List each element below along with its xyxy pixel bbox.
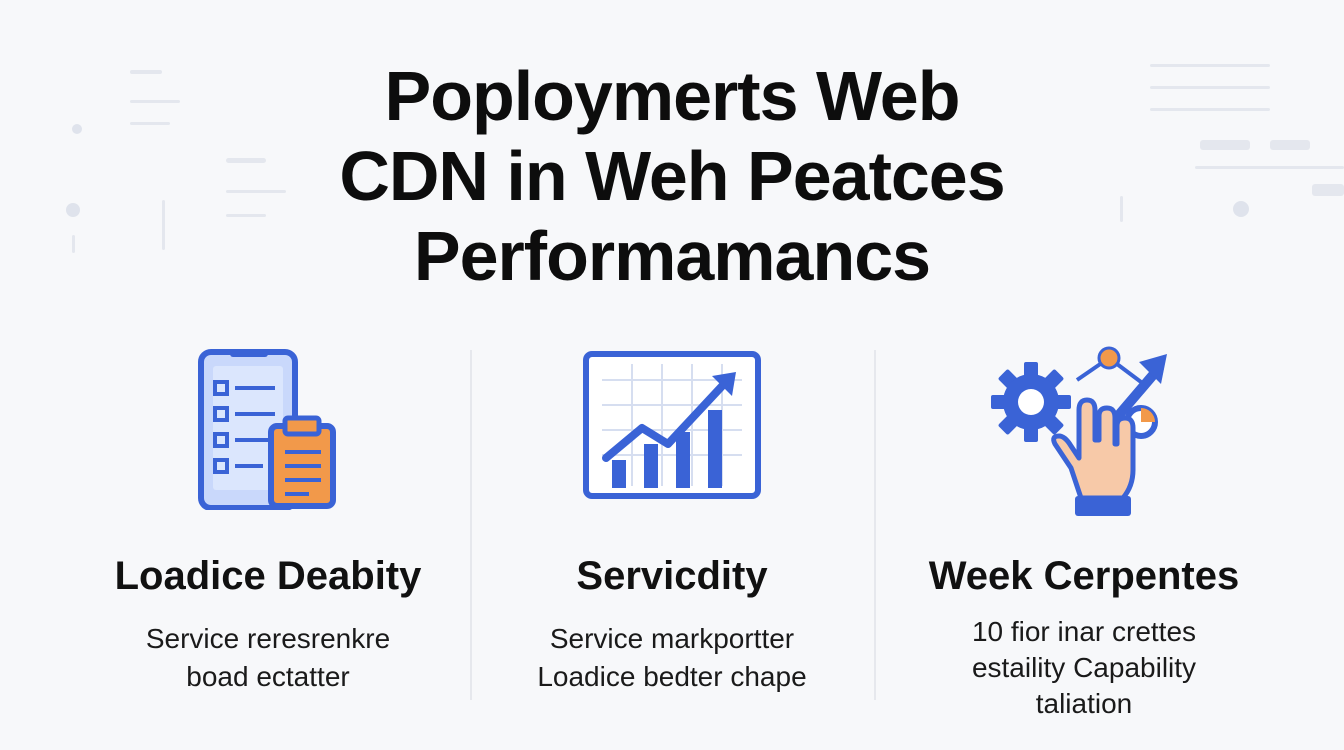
decor-line: [1200, 140, 1250, 150]
decor-line: [226, 158, 266, 163]
column-3-line-2: estaility Capability: [971, 652, 1197, 683]
decor-line: [1150, 64, 1270, 67]
page-title: Poploymerts Web CDN in Weh Peatces Perfo…: [0, 56, 1344, 296]
decor-dot: [72, 124, 82, 134]
decor-tick: [1120, 196, 1123, 222]
decor-dot: [1233, 201, 1249, 217]
decor-line: [1270, 140, 1310, 150]
decor-line: [226, 190, 286, 193]
column-2-line-2: Loadice bedter chape: [537, 661, 807, 692]
column-2-heading: Servicdity: [576, 554, 768, 598]
growth-chart-icon: [582, 340, 762, 505]
column-divider: [874, 350, 876, 700]
column-1-heading: Loadice Deabity: [114, 554, 422, 598]
gear-hand-network-icon: [989, 340, 1179, 525]
column-2-line-1: Service markportter: [549, 623, 795, 654]
column-3-line-3: taliation: [1035, 688, 1133, 719]
column-3-line-1: 10 fior inar crettes: [971, 616, 1197, 647]
decor-line: [1150, 108, 1270, 111]
decor-line: [1195, 166, 1344, 169]
column-1-line-2: boad ectatter: [186, 661, 350, 692]
decor-line: [130, 70, 162, 74]
decor-line: [1150, 86, 1270, 89]
decor-tick: [72, 235, 75, 253]
decor-line: [130, 122, 170, 125]
decor-line: [1312, 184, 1344, 196]
column-2-description: Service markportter Loadice bedter chape: [452, 620, 892, 696]
column-1-description: Service reresrenkre boad ectatter: [48, 620, 488, 696]
title-line-1: Poploymerts Web: [384, 57, 961, 135]
decor-line: [226, 214, 266, 217]
column-divider: [470, 350, 472, 700]
decor-line: [130, 100, 180, 103]
title-line-3: Performamancs: [413, 217, 931, 295]
column-3-description: 10 fior inar crettes estaility Capabilit…: [864, 614, 1304, 722]
title-line-2: CDN in Weh Peatces: [339, 137, 1005, 215]
decor-tick: [162, 200, 165, 250]
column-1-line-1: Service reresrenkre: [145, 623, 391, 654]
decor-dot: [66, 203, 80, 217]
column-3-heading: Week Cerpentes: [928, 554, 1240, 598]
mobile-checklist-clipboard-icon: [193, 340, 343, 515]
